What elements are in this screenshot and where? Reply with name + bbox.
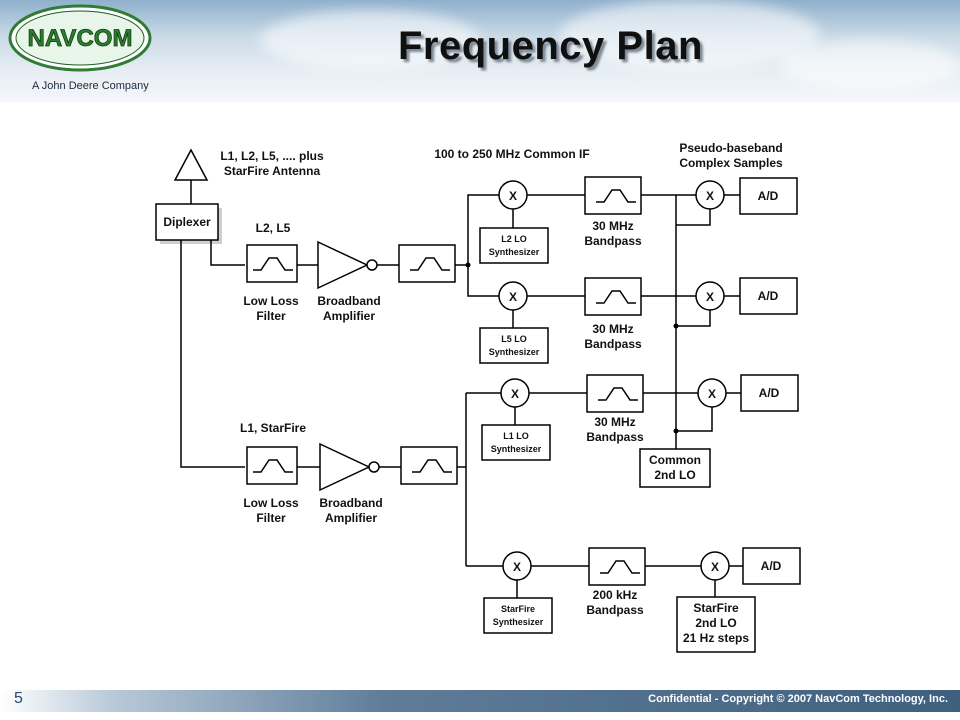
starfire-2nd-lo: [676, 596, 756, 653]
svg-text:X: X: [708, 387, 716, 401]
baseband-label: Complex Samples: [679, 156, 783, 170]
amplifier-label: Broadband: [317, 294, 380, 308]
antenna-label: StarFire Antenna: [224, 164, 321, 178]
svg-text:2nd LO: 2nd LO: [695, 616, 736, 630]
svg-text:StarFire: StarFire: [693, 601, 739, 615]
svg-text:Common: Common: [649, 453, 701, 467]
svg-text:X: X: [513, 560, 521, 574]
svg-text:Synthesizer: Synthesizer: [491, 444, 542, 454]
path-label-l2-l5: L2, L5: [256, 221, 291, 235]
bandpass-3: [586, 374, 644, 413]
svg-text:Bandpass: Bandpass: [586, 430, 644, 444]
logo-subtitle: A John Deere Company: [32, 80, 149, 92]
filter-label: Low Loss: [243, 294, 299, 308]
common-2nd-lo: [639, 448, 711, 488]
header-banner: [0, 0, 960, 102]
low-loss-filter-bottom: [246, 446, 298, 485]
svg-text:Bandpass: Bandpass: [586, 603, 644, 617]
amplifier-label: Amplifier: [323, 309, 375, 323]
svg-text:30 MHz: 30 MHz: [592, 219, 633, 233]
svg-text:X: X: [706, 189, 714, 203]
logo-text: NAVCOM: [28, 25, 133, 52]
filter-label: Filter: [256, 309, 286, 323]
svg-text:X: X: [711, 560, 719, 574]
starfire-synth: [483, 597, 553, 634]
diplexer-box: [155, 203, 219, 241]
svg-text:L5 LO: L5 LO: [501, 334, 527, 344]
antenna-label: L1, L2, L5, .... plus: [220, 149, 324, 163]
svg-text:Synthesizer: Synthesizer: [493, 617, 544, 627]
path-label-l1: L1, StarFire: [240, 421, 306, 435]
bandpass-filter-bottom: [400, 446, 458, 485]
svg-text:200 kHz: 200 kHz: [593, 588, 638, 602]
bandpass-2: [584, 277, 642, 316]
ad-1: [739, 177, 798, 215]
l1-lo-synth: [481, 424, 551, 461]
svg-text:30 MHz: 30 MHz: [592, 322, 633, 336]
svg-text:30 MHz: 30 MHz: [594, 415, 635, 429]
l2-lo-synth: [479, 227, 549, 264]
bandpass-1: [584, 176, 642, 215]
svg-text:Broadband: Broadband: [319, 496, 382, 510]
cloud-decoration: [260, 10, 480, 70]
bandpass-filter-top: [398, 244, 456, 283]
svg-text:Low Loss: Low Loss: [243, 496, 299, 510]
svg-text:2nd LO: 2nd LO: [654, 468, 695, 482]
svg-text:X: X: [511, 387, 519, 401]
svg-text:X: X: [706, 290, 714, 304]
baseband-label: Pseudo-baseband: [679, 141, 782, 155]
low-loss-filter-top: [246, 244, 298, 283]
svg-text:Synthesizer: Synthesizer: [489, 247, 540, 257]
amplifier-bottom: [319, 442, 371, 492]
svg-text:A/D: A/D: [761, 559, 782, 573]
svg-text:Filter: Filter: [256, 511, 286, 525]
l5-lo-synth: [479, 327, 549, 364]
svg-text:Amplifier: Amplifier: [325, 511, 377, 525]
amplifier-top: [317, 240, 369, 290]
svg-text:L1 LO: L1 LO: [503, 431, 529, 441]
svg-text:StarFire: StarFire: [501, 604, 535, 614]
svg-text:A/D: A/D: [758, 289, 779, 303]
page-title: Frequency Plan: [398, 24, 703, 68]
common-if-label: 100 to 250 MHz Common IF: [434, 147, 589, 161]
svg-text:A/D: A/D: [759, 386, 780, 400]
svg-text:L2 LO: L2 LO: [501, 234, 527, 244]
navcom-logo: NAVCOM: [8, 4, 152, 72]
svg-text:Synthesizer: Synthesizer: [489, 347, 540, 357]
antenna-icon: [173, 148, 209, 181]
svg-text:Bandpass: Bandpass: [584, 337, 642, 351]
diplexer-label: Diplexer: [163, 215, 211, 229]
ad-2: [739, 277, 798, 315]
bandpass-4: [588, 547, 646, 586]
svg-text:21 Hz steps: 21 Hz steps: [683, 631, 749, 645]
svg-text:X: X: [509, 290, 517, 304]
ad-3: [740, 374, 799, 412]
svg-text:X: X: [509, 189, 517, 203]
svg-text:A/D: A/D: [758, 189, 779, 203]
cloud-decoration: [780, 40, 960, 90]
slide-number: 5: [14, 690, 23, 707]
cloud-decoration: [560, 0, 820, 70]
copyright-text: Confidential - Copyright © 2007 NavCom T…: [648, 693, 948, 705]
ad-4: [742, 547, 801, 585]
svg-text:Bandpass: Bandpass: [584, 234, 642, 248]
footer-bar: [0, 690, 960, 712]
